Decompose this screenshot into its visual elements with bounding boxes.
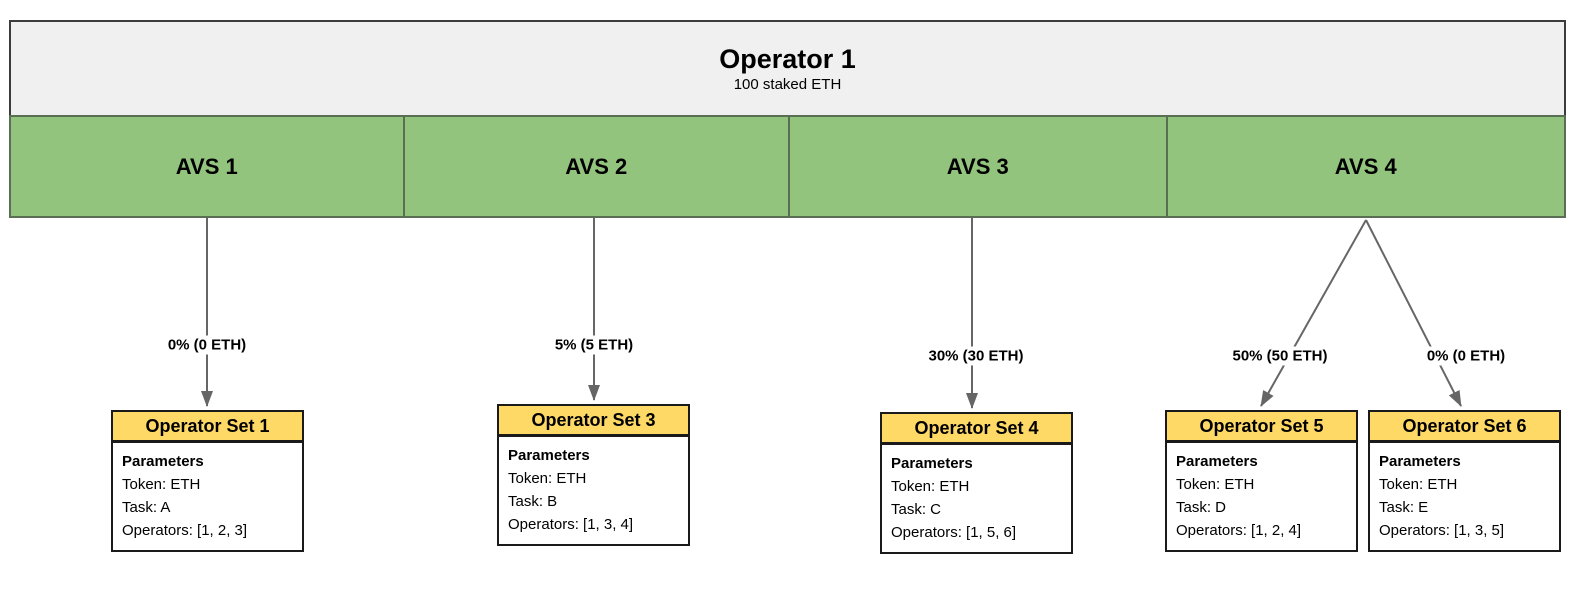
avs-2-label: AVS 2 bbox=[565, 153, 628, 179]
allocation-label-avs2: 5% (5 ETH) bbox=[550, 335, 638, 355]
params-operators: Operators: [1, 2, 4] bbox=[1176, 522, 1302, 539]
params-operators: Operators: [1, 5, 6] bbox=[891, 524, 1017, 541]
params-token: Token: ETH bbox=[122, 476, 201, 493]
params-operators: Operators: [1, 2, 3] bbox=[122, 522, 248, 539]
avs-3-label: AVS 3 bbox=[946, 153, 1009, 179]
operator-stake-subtitle: 100 staked ETH bbox=[733, 76, 842, 93]
params-heading: Parameters bbox=[122, 453, 204, 470]
params-operators: Operators: [1, 3, 4] bbox=[508, 516, 634, 533]
operator-set-1-card: Operator Set 1 Parameters Token: ETH Tas… bbox=[111, 410, 304, 552]
operator-set-6-body: Parameters Token: ETH Task: E Operators:… bbox=[1368, 443, 1561, 552]
params-heading: Parameters bbox=[891, 455, 973, 472]
params-token: Token: ETH bbox=[891, 478, 970, 495]
params-task: Task: D bbox=[1176, 499, 1227, 516]
operator-set-5-body: Parameters Token: ETH Task: D Operators:… bbox=[1165, 443, 1358, 552]
operator-set-1-body: Parameters Token: ETH Task: A Operators:… bbox=[111, 443, 304, 552]
operator-set-4-title: Operator Set 4 bbox=[880, 412, 1073, 445]
operator-set-6-card: Operator Set 6 Parameters Token: ETH Tas… bbox=[1368, 410, 1561, 552]
operator-set-5-title: Operator Set 5 bbox=[1165, 410, 1358, 443]
operator-set-1-title: Operator Set 1 bbox=[111, 410, 304, 443]
params-task: Task: B bbox=[508, 493, 558, 510]
operator-set-4-card: Operator Set 4 Parameters Token: ETH Tas… bbox=[880, 412, 1073, 554]
operator-set-3-body: Parameters Token: ETH Task: B Operators:… bbox=[497, 437, 690, 546]
avs-row: AVS 1 AVS 2 AVS 3 AVS 4 bbox=[9, 115, 1566, 218]
operator-set-6-title: Operator Set 6 bbox=[1368, 410, 1561, 443]
connector-avs4-opset5 bbox=[1260, 219, 1367, 407]
allocation-label-avs1: 0% (0 ETH) bbox=[163, 335, 251, 355]
avs-1-node: AVS 1 bbox=[9, 115, 405, 218]
operator-title: Operator 1 bbox=[719, 44, 856, 74]
connector-avs4-opset6 bbox=[1365, 219, 1462, 407]
params-task: Task: E bbox=[1379, 499, 1429, 516]
params-token: Token: ETH bbox=[508, 470, 587, 487]
params-heading: Parameters bbox=[508, 447, 590, 464]
params-operators: Operators: [1, 3, 5] bbox=[1379, 522, 1505, 539]
avs-4-label: AVS 4 bbox=[1334, 153, 1397, 179]
params-task: Task: A bbox=[122, 499, 171, 516]
operator-node: Operator 1 100 staked ETH bbox=[9, 20, 1566, 117]
avs-2-node: AVS 2 bbox=[402, 115, 790, 218]
params-token: Token: ETH bbox=[1176, 476, 1255, 493]
params-heading: Parameters bbox=[1379, 453, 1461, 470]
operator-set-5-card: Operator Set 5 Parameters Token: ETH Tas… bbox=[1165, 410, 1358, 552]
params-heading: Parameters bbox=[1176, 453, 1258, 470]
allocation-label-avs4-left: 50% (50 ETH) bbox=[1228, 346, 1332, 366]
operator-set-3-card: Operator Set 3 Parameters Token: ETH Tas… bbox=[497, 404, 690, 546]
allocation-label-avs3: 30% (30 ETH) bbox=[924, 346, 1028, 366]
operator-set-4-body: Parameters Token: ETH Task: C Operators:… bbox=[880, 445, 1073, 554]
avs-3-node: AVS 3 bbox=[788, 115, 1168, 218]
params-token: Token: ETH bbox=[1379, 476, 1458, 493]
avs-4-node: AVS 4 bbox=[1165, 115, 1566, 218]
operator-set-3-title: Operator Set 3 bbox=[497, 404, 690, 437]
allocation-label-avs4-right: 0% (0 ETH) bbox=[1422, 346, 1510, 366]
avs-1-label: AVS 1 bbox=[175, 153, 238, 179]
params-task: Task: C bbox=[891, 501, 942, 518]
